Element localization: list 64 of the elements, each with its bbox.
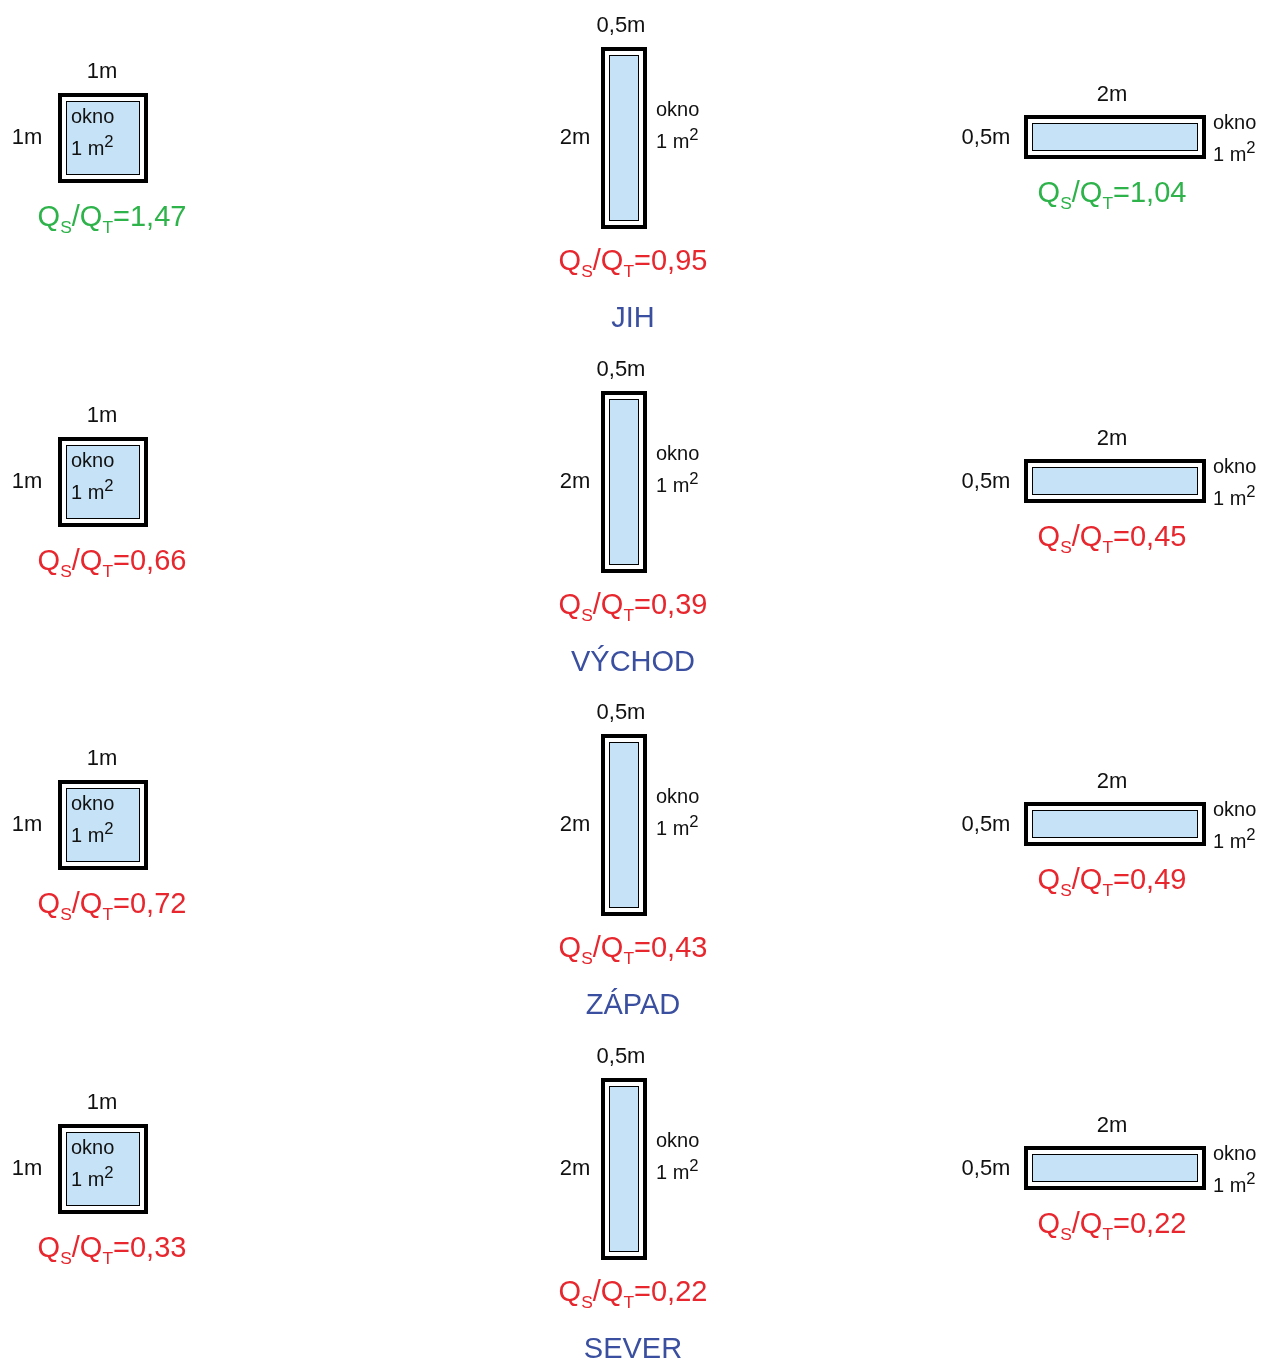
window-drawing [1024,115,1206,159]
dimension-label: 2m [559,468,591,494]
window-drawing [1024,1146,1206,1190]
window-drawing [601,1078,647,1260]
dimension-label: 0,5m [961,124,1011,150]
dimension-label: 1m [86,1089,118,1115]
ratio-label: Q$_{S}$/Q$_{T}$=0,33 [37,1231,187,1269]
dimension-label: 2m [559,1155,591,1181]
dimension-label: 1m [86,58,118,84]
orientation-label: ZÁPAD [585,987,681,1021]
dimension-label: 1m [11,1155,43,1181]
ratio-label: Q$_{S}$/Q$_{T}$=0,22 [558,1275,708,1313]
window-label: okno 1 m$^{2}$ [1213,454,1257,511]
window-drawing [1024,802,1206,846]
ratio-label: Q$_{S}$/Q$_{T}$=0,66 [37,544,187,582]
dimension-label: 0,5m [961,468,1011,494]
dimension-label: 2m [1096,1112,1128,1138]
dimension-label: 0,5m [961,811,1011,837]
window-label: okno 1 m$^{2}$ [1213,110,1257,167]
window-label: okno 1 m$^{2}$ [656,97,700,154]
window-label: okno 1 m$^{2}$ [656,1128,700,1185]
window-drawing [601,47,647,229]
window-label: okno 1 m$^{2}$ [1213,1141,1257,1198]
window-label: okno 1 m$^{2}$ [1213,797,1257,854]
window-drawing [1024,459,1206,503]
dimension-label: 0,5m [596,356,646,382]
ratio-label: Q$_{S}$/Q$_{T}$=0,39 [558,588,708,626]
dimension-label: 1m [11,468,43,494]
window-label: okno 1 m$^{2}$ [656,441,700,498]
ratio-label: Q$_{S}$/Q$_{T}$=0,45 [1037,520,1187,558]
dimension-label: 1m [11,124,43,150]
window-label: okno 1 m$^{2}$ [71,104,115,161]
window-label: okno 1 m$^{2}$ [656,784,700,841]
ratio-label: Q$_{S}$/Q$_{T}$=0,95 [558,244,708,282]
window-drawing [58,437,148,527]
window-label: okno 1 m$^{2}$ [71,791,115,848]
dimension-label: 2m [559,124,591,150]
dimension-label: 0,5m [596,1043,646,1069]
ratio-label: Q$_{S}$/Q$_{T}$=0,22 [1037,1207,1187,1245]
window-label: okno 1 m$^{2}$ [71,448,115,505]
window-drawing [58,93,148,183]
dimension-label: 2m [1096,81,1128,107]
ratio-label: Q$_{S}$/Q$_{T}$=0,49 [1037,863,1187,901]
orientation-label: SEVER [583,1331,683,1361]
ratio-label: Q$_{S}$/Q$_{T}$=1,04 [1037,176,1187,214]
dimension-label: 2m [1096,768,1128,794]
ratio-label: Q$_{S}$/Q$_{T}$=0,43 [558,931,708,969]
window-label: okno 1 m$^{2}$ [71,1135,115,1192]
window-drawing [58,780,148,870]
window-drawing [601,734,647,916]
dimension-label: 2m [1096,425,1128,451]
ratio-label: Q$_{S}$/Q$_{T}$=1,47 [37,200,187,238]
window-drawing [601,391,647,573]
ratio-label: Q$_{S}$/Q$_{T}$=0,72 [37,887,187,925]
orientation-label: VÝCHOD [570,644,696,678]
dimension-label: 0,5m [596,699,646,725]
dimension-label: 0,5m [596,12,646,38]
dimension-label: 1m [11,811,43,837]
dimension-label: 0,5m [961,1155,1011,1181]
orientation-label: JIH [611,300,655,334]
dimension-label: 1m [86,402,118,428]
dimension-label: 1m [86,745,118,771]
dimension-label: 2m [559,811,591,837]
window-drawing [58,1124,148,1214]
